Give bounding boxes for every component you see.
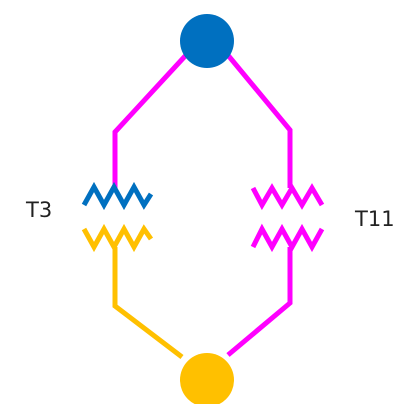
bottom-node xyxy=(180,353,234,404)
t3-coil-upper xyxy=(81,181,154,211)
left-upper-wire xyxy=(112,52,189,188)
right-upper-wire xyxy=(225,52,293,188)
t11-coil-lower xyxy=(250,223,325,253)
left-lower-wire xyxy=(112,247,184,359)
t3-label: T3 xyxy=(25,198,52,222)
top-node xyxy=(180,14,234,68)
right-lower-wire xyxy=(226,247,293,357)
t11-coil-upper xyxy=(250,183,325,211)
t11-label: T11 xyxy=(354,207,395,231)
t3-coil-lower xyxy=(81,223,154,253)
